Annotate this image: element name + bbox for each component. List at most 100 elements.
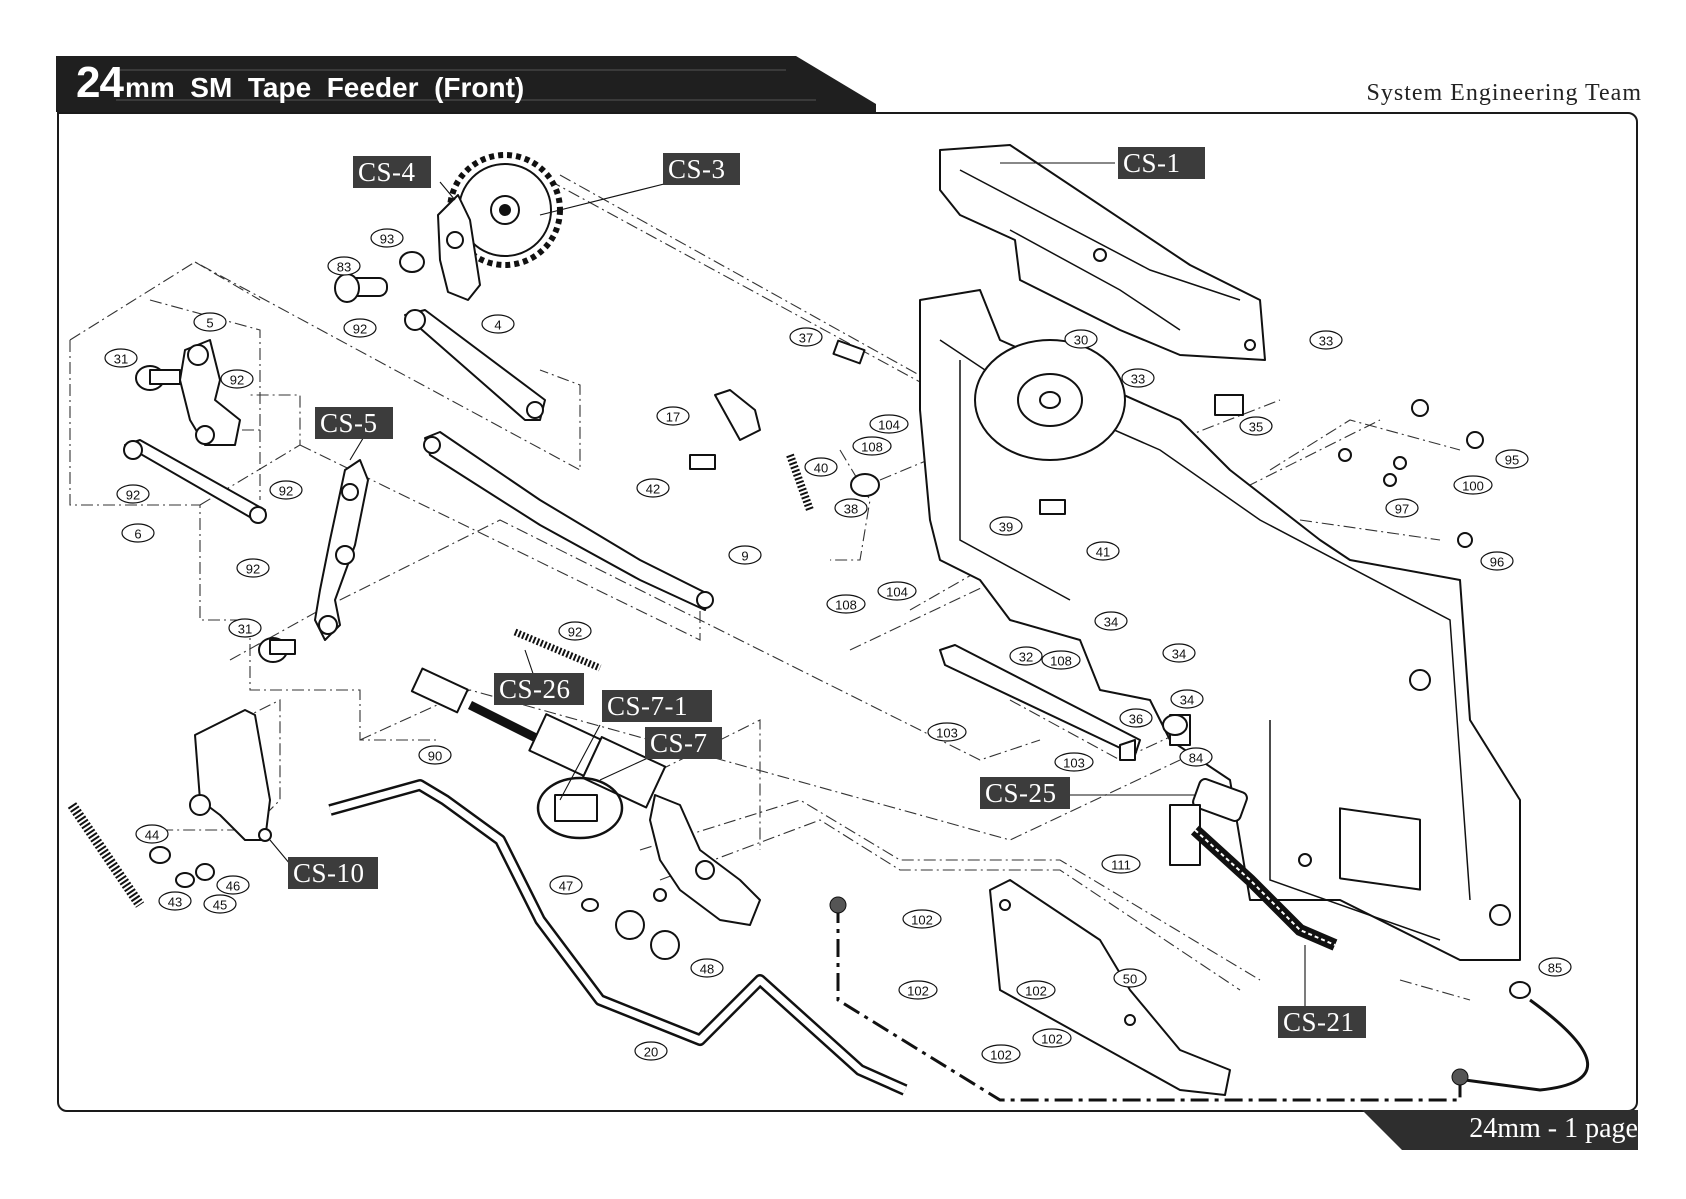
- part-callout-92-2: 92: [343, 318, 377, 338]
- part-callout-35: 35: [1239, 416, 1273, 436]
- lever-cs5: [258, 459, 369, 663]
- part-callout-40: 40: [804, 457, 838, 477]
- part-callout-93: 93: [370, 228, 404, 248]
- title-text: mm SM Tape Feeder (Front): [124, 72, 525, 103]
- part-callout-102-2: 102: [898, 980, 938, 1000]
- part-callout-83: 83: [327, 256, 361, 276]
- svg-text:17: 17: [666, 410, 680, 425]
- part-callout-96: 96: [1480, 551, 1514, 571]
- part-callout-38: 38: [834, 498, 868, 518]
- part-callout-20: 20: [634, 1041, 668, 1061]
- svg-text:20: 20: [644, 1045, 658, 1060]
- part-callout-31: 31: [104, 348, 138, 368]
- part-callout-9: 9: [728, 545, 762, 565]
- svg-text:100: 100: [1462, 479, 1484, 494]
- svg-text:37: 37: [799, 331, 813, 346]
- svg-text:44: 44: [145, 828, 159, 843]
- svg-text:31: 31: [114, 352, 128, 367]
- svg-text:34: 34: [1172, 647, 1186, 662]
- part-callout-92: 92: [116, 484, 150, 504]
- svg-text:83: 83: [337, 260, 351, 275]
- rail-32: [939, 644, 1141, 761]
- svg-text:43: 43: [168, 895, 182, 910]
- part-callout-92-5: 92: [236, 558, 270, 578]
- assembly-label-cs-21: CS-21: [1278, 1006, 1366, 1038]
- svg-text:38: 38: [844, 502, 858, 517]
- part-callout-33-2: 33: [1121, 368, 1155, 388]
- part-callout-33: 33: [1309, 330, 1343, 350]
- part-callout-102-5: 102: [1032, 1028, 1072, 1048]
- svg-text:31: 31: [238, 622, 252, 637]
- svg-text:102: 102: [911, 913, 933, 928]
- svg-text:93: 93: [380, 232, 394, 247]
- connector-cs25: [829, 778, 1589, 1092]
- drive-wheel: [974, 339, 1126, 461]
- svg-text:47: 47: [559, 879, 573, 894]
- svg-text:102: 102: [907, 984, 929, 999]
- lever-plate-cs4: [334, 194, 546, 421]
- part-callout-92-4: 92: [269, 480, 303, 500]
- part-callout-30: 30: [1064, 329, 1098, 349]
- page-title: 24 mm SM Tape Feeder (Front): [76, 58, 524, 110]
- part-callout-85: 85: [1538, 957, 1572, 977]
- svg-text:102: 102: [990, 1048, 1012, 1063]
- bracket-cs10: [67, 709, 272, 908]
- svg-text:33: 33: [1319, 334, 1333, 349]
- part-callout-46: 46: [216, 875, 250, 895]
- svg-text:50: 50: [1123, 972, 1137, 987]
- part-callout-45: 45: [203, 894, 237, 914]
- svg-text:92: 92: [568, 625, 582, 640]
- svg-text:46: 46: [226, 879, 240, 894]
- svg-text:92: 92: [230, 373, 244, 388]
- part-callout-104: 104: [869, 414, 909, 434]
- part-callout-95: 95: [1495, 449, 1529, 469]
- part-callout-39: 39: [989, 516, 1023, 536]
- part-callout-92-3: 92: [220, 369, 254, 389]
- lever-5-assembly: [123, 339, 267, 524]
- assembly-label-cs-25: CS-25: [980, 777, 1070, 809]
- assembly-label-cs-1: CS-1: [1118, 147, 1205, 179]
- rod-20: [328, 779, 908, 1096]
- part-callout-90: 90: [418, 745, 452, 765]
- svg-text:CS-25: CS-25: [985, 778, 1057, 808]
- svg-text:33: 33: [1131, 372, 1145, 387]
- team-name: System Engineering Team: [1366, 80, 1642, 106]
- part-callout-103-2: 103: [1054, 752, 1094, 772]
- arm-9: [423, 431, 714, 611]
- svg-text:CS-7: CS-7: [650, 728, 708, 758]
- svg-text:108: 108: [1050, 654, 1072, 669]
- svg-text:111: 111: [1111, 858, 1131, 873]
- svg-text:5: 5: [206, 316, 213, 331]
- part-callout-84: 84: [1179, 747, 1213, 767]
- part-callout-111: 111: [1101, 854, 1141, 874]
- cover-plate-cs1: [939, 144, 1266, 361]
- part-callout-4: 4: [481, 314, 515, 334]
- svg-text:CS-21: CS-21: [1283, 1007, 1355, 1037]
- plate-48-knobs: [581, 794, 761, 960]
- svg-text:39: 39: [999, 520, 1013, 535]
- assembly-label-cs-26: CS-26: [494, 673, 584, 705]
- title-number: 24: [76, 58, 124, 107]
- svg-text:CS-10: CS-10: [293, 858, 365, 888]
- svg-text:34: 34: [1104, 615, 1118, 630]
- svg-text:45: 45: [213, 898, 227, 913]
- part-callout-47: 47: [549, 875, 583, 895]
- svg-text:84: 84: [1189, 751, 1203, 766]
- svg-text:108: 108: [861, 440, 883, 455]
- svg-text:40: 40: [814, 461, 828, 476]
- svg-text:102: 102: [1025, 984, 1047, 999]
- svg-text:CS-7-1: CS-7-1: [607, 691, 688, 721]
- cable-route: [836, 905, 1462, 1102]
- part-callout-42: 42: [636, 478, 670, 498]
- svg-text:CS-3: CS-3: [668, 154, 726, 184]
- part-number-callouts: 4569172030313132333334343435363738394041…: [104, 228, 1572, 1064]
- svg-text:90: 90: [428, 749, 442, 764]
- assembly-label-cs-4: CS-4: [353, 156, 431, 188]
- svg-text:92: 92: [279, 484, 293, 499]
- svg-text:4: 4: [494, 318, 501, 333]
- small-hardware: [689, 339, 1484, 746]
- svg-text:36: 36: [1129, 712, 1143, 727]
- part-callout-34: 34: [1094, 611, 1128, 631]
- svg-text:41: 41: [1096, 545, 1110, 560]
- part-callout-17: 17: [656, 406, 690, 426]
